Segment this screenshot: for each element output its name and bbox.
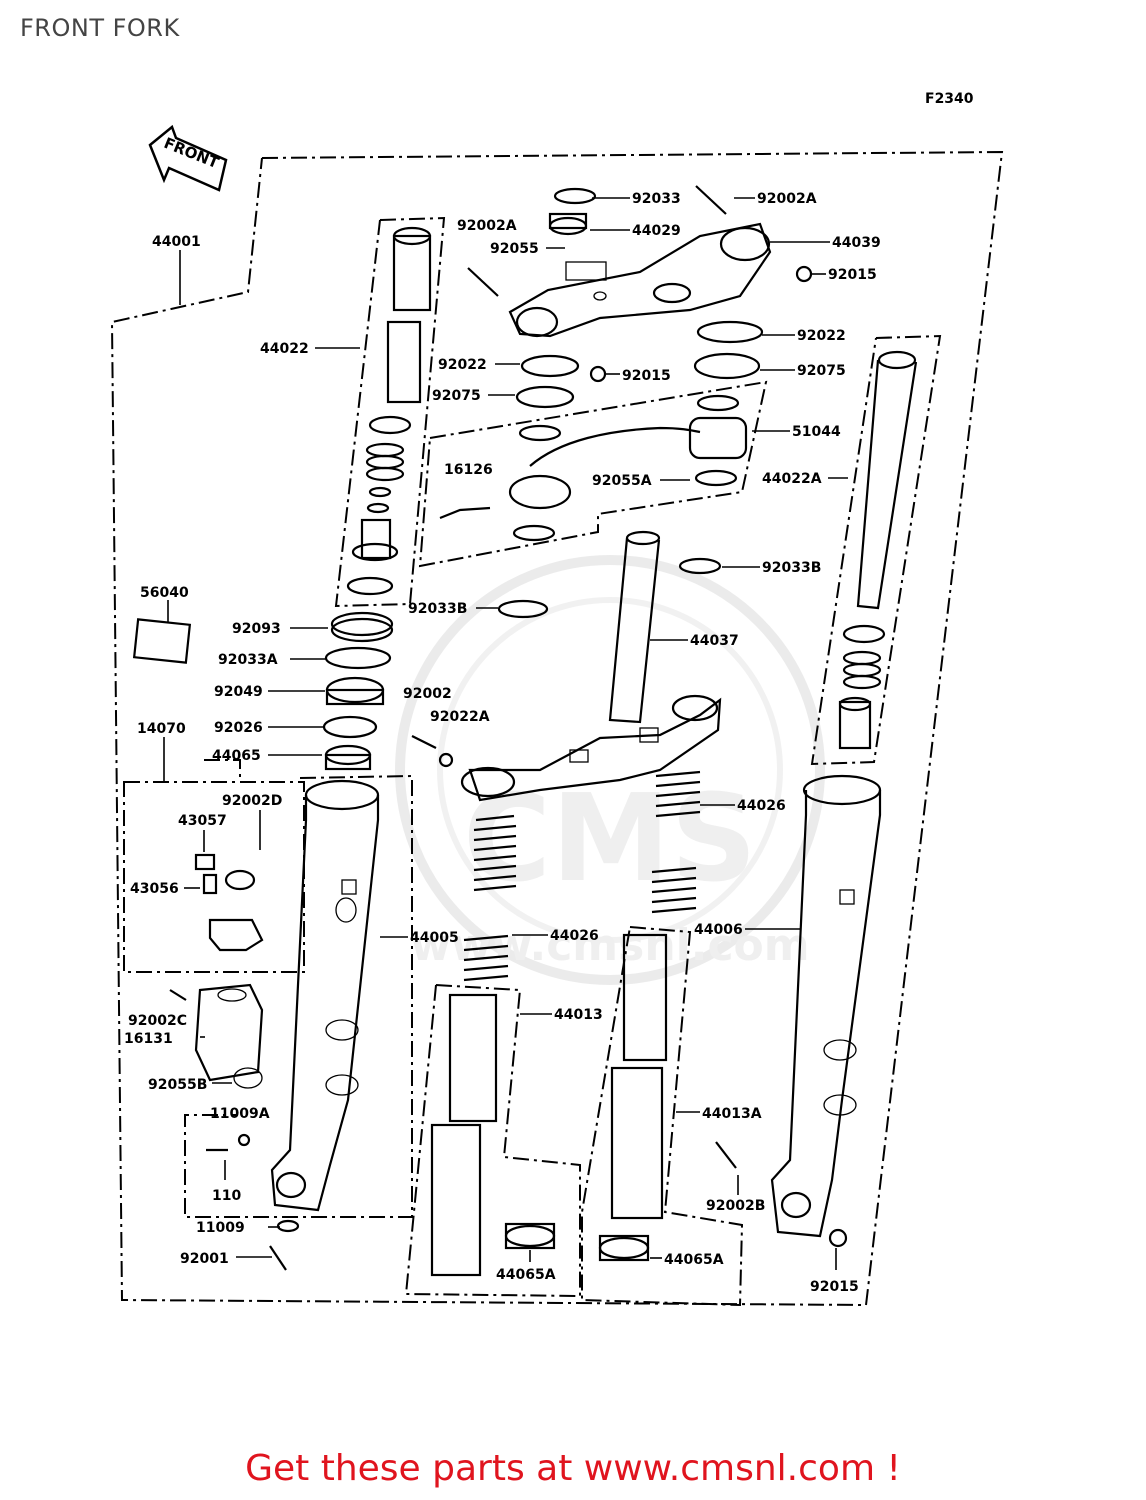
part-label: 92015 <box>810 1279 859 1295</box>
part-label: 92055B <box>148 1077 207 1093</box>
left-fork-boundary <box>334 216 446 608</box>
part-label: 92002 <box>403 686 452 702</box>
page-title: FRONT FORK <box>20 14 180 42</box>
part-label: 92075 <box>797 363 846 379</box>
part-label: 44026 <box>550 928 599 944</box>
left-seal-stack <box>322 611 394 771</box>
part-label: 92055 <box>490 241 539 257</box>
part-label: 92033A <box>218 652 278 668</box>
part-label: 92002D <box>222 793 282 809</box>
fasteners <box>169 185 848 1271</box>
anti-dive-adjuster <box>194 853 264 952</box>
left-lower-boundary <box>184 774 413 1218</box>
upper-triple-clamp <box>508 222 772 338</box>
caution-label <box>132 618 192 664</box>
part-label: 44039 <box>832 235 881 251</box>
part-label: 92049 <box>214 684 263 700</box>
part-label: 44065A <box>664 1252 724 1268</box>
brake-line <box>508 416 748 510</box>
part-label: 92022 <box>797 328 846 344</box>
part-label: 92022A <box>430 709 490 725</box>
part-label: 43056 <box>130 881 179 897</box>
part-label: 11009A <box>210 1106 270 1122</box>
part-label: 16126 <box>444 462 493 478</box>
part-label: 43057 <box>178 813 227 829</box>
part-label: 92033B <box>408 601 467 617</box>
steering-stem <box>460 530 722 802</box>
part-label: 92033B <box>762 560 821 576</box>
left-tube-boundary <box>404 984 581 1298</box>
adjuster-link-line <box>204 759 241 782</box>
fork-springs <box>463 770 701 982</box>
footer-link[interactable]: Get these parts at www.cmsnl.com ! <box>245 1448 901 1489</box>
part-label: 92026 <box>214 720 263 736</box>
front-arrow-icon: FRONT <box>148 124 228 192</box>
part-label: 92015 <box>828 267 877 283</box>
watermark-url: www.cmsnl.com <box>410 920 809 971</box>
left-outer-leg <box>270 779 380 1212</box>
part-label: 44013A <box>702 1106 762 1122</box>
part-labels: 44001 44022 92002A 92055 92033 44029 920… <box>124 191 881 1295</box>
part-label: 92093 <box>232 621 281 637</box>
part-label: 92001 <box>180 1251 229 1267</box>
stem-bearings <box>497 187 764 619</box>
part-label: 44005 <box>410 930 459 946</box>
part-label: 92075 <box>432 388 481 404</box>
part-label: 44022 <box>260 341 309 357</box>
part-label: 92002A <box>757 191 817 207</box>
part-label: 44006 <box>694 922 743 938</box>
part-label: 56040 <box>140 585 189 601</box>
left-inner-tube <box>346 226 432 596</box>
part-label: 92033 <box>632 191 681 207</box>
part-label: 11009 <box>196 1220 245 1236</box>
right-tube-boundary <box>581 926 744 1307</box>
right-inner-tube <box>838 350 918 750</box>
part-label: 44013 <box>554 1007 603 1023</box>
part-label: 14070 <box>137 721 186 737</box>
part-label: 44001 <box>152 234 201 250</box>
part-label: 92015 <box>622 368 671 384</box>
part-label: 51044 <box>792 424 841 440</box>
part-label: 44026 <box>737 798 786 814</box>
figure-code: F2340 <box>925 91 974 107</box>
anti-dive-unit <box>194 983 264 1089</box>
part-label: 44065A <box>496 1267 556 1283</box>
part-label: 16131 <box>124 1031 173 1047</box>
assembly-boundary <box>110 150 1004 1307</box>
right-outer-leg <box>770 774 882 1238</box>
damper-tubes <box>430 933 668 1277</box>
cms-watermark: CMS www.cmsnl.com <box>395 555 825 985</box>
leader-lines <box>163 197 848 1270</box>
front-fork-exploded-diagram: CMS www.cmsnl.com F2340 FRONT <box>110 91 1004 1307</box>
part-label: 44029 <box>632 223 681 239</box>
part-label: 44022A <box>762 471 822 487</box>
part-label: 44065 <box>212 748 261 764</box>
part-label: 92002A <box>457 218 517 234</box>
part-label: 92002B <box>706 1198 765 1214</box>
part-label: 44037 <box>690 633 739 649</box>
right-fork-boundary <box>810 334 942 766</box>
part-label: 92002C <box>128 1013 187 1029</box>
part-label: 92022 <box>438 357 487 373</box>
stem-boundary <box>418 380 768 568</box>
part-label: 92055A <box>592 473 652 489</box>
part-label: 110 <box>212 1188 241 1204</box>
